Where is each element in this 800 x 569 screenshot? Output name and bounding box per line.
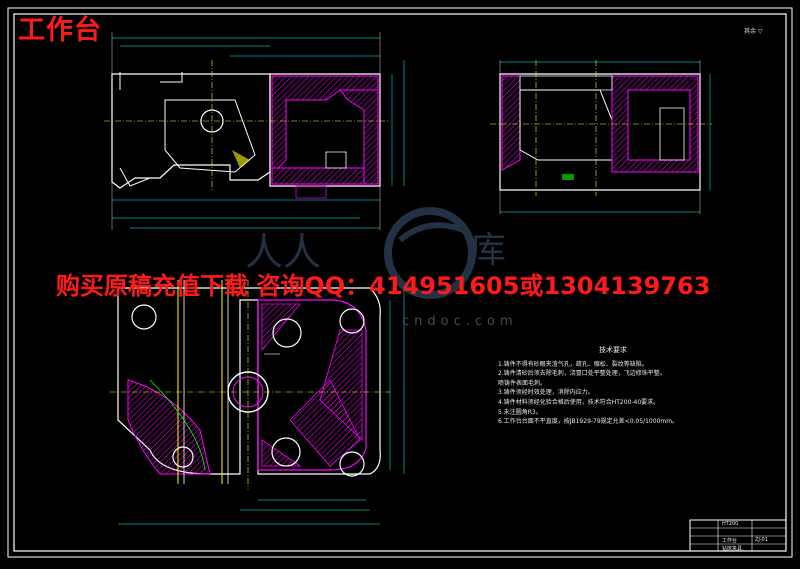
svg-text:人人: 人人 — [245, 230, 321, 274]
requirement-line: 3.铸件须经时效处理，消除内应力。 — [498, 389, 594, 397]
title-block-project: 钻床夹具 — [722, 546, 743, 552]
surface-finish-note: 其余 ▽ — [744, 28, 763, 35]
requirement-line: 4.铸件材料须经化验合格后使用，技术符合HT200-40要求。 — [498, 398, 660, 406]
title-block-material: HT200 — [722, 521, 739, 527]
requirement-line: 喷铸件表面毛刺。 — [498, 379, 547, 387]
title-block-drawing-no: ZJ-01 — [755, 537, 768, 543]
title-block-frame — [689, 519, 787, 552]
top-view — [110, 280, 405, 525]
front-view — [104, 32, 405, 230]
inner-border — [13, 13, 787, 552]
requirement-line: 1.铸件不得有砂眼夹渣气孔，疏孔、缩松、裂纹等缺陷。 — [498, 360, 648, 368]
document-title: 工作台 — [18, 15, 102, 46]
technical-requirements-title: 技术要求 — [599, 346, 627, 354]
outer-border — [7, 7, 793, 558]
purchase-banner: 购买原稿充值下载 咨询QQ：414951605或1304139763 — [56, 272, 711, 300]
svg-text:库: 库 — [470, 230, 506, 271]
watermark-logo: 人人 库 — [245, 207, 506, 299]
technical-requirements: 技术要求 1.铸件不得有砂眼夹渣气孔，疏孔、缩松、裂纹等缺陷。 2.铸件清砂后须… — [498, 346, 728, 427]
title-block-name: 工作台 — [722, 538, 738, 544]
requirement-line: 2.铸件清砂后须去除毛刺，浇冒口处平整处理，飞边修饰平整。 — [498, 370, 666, 378]
watermark-url: cndoc.com — [402, 314, 518, 329]
requirement-line: 6.工作台台面不平直度，按JB1929-79规定允差<0.05/1000mm。 — [498, 418, 679, 426]
side-section-view — [490, 60, 712, 214]
requirement-line: 5.未注圆角R3。 — [498, 408, 542, 416]
